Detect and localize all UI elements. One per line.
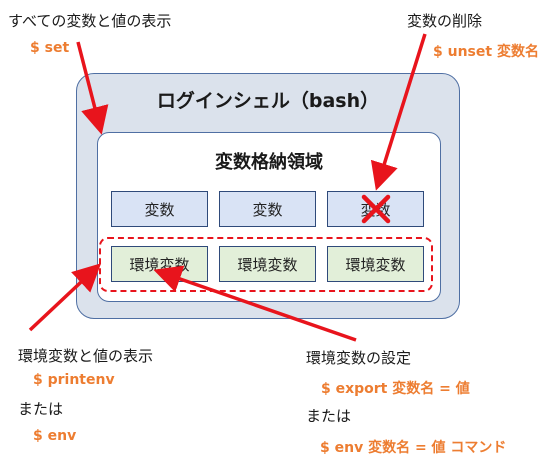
delete-cross-icon [361,194,391,224]
show-all-command: $ set [30,40,70,56]
unset-arrow [370,33,427,191]
variable-box-2: 変数 [219,191,316,227]
show-all-label: すべての変数と値の表示 [8,12,172,30]
export-arrow [153,265,357,342]
env-variable-box-2: 環境変数 [219,246,316,282]
show-env-command-alt: $ env [33,428,77,444]
show-env-or-text: または [18,400,64,418]
set-env-command-alt: $ env 変数名 = 値 コマンド [320,440,507,456]
login-shell-title: ログインシェル（bash） [156,90,380,112]
env-variable-box-3: 環境変数 [327,246,424,282]
set-env-or-text: または [306,407,352,425]
set-env-command: $ export 変数名 = 値 [321,381,470,397]
show-env-label: 環境変数と値の表示 [18,347,154,365]
set-env-label: 環境変数の設定 [306,349,412,367]
variable-storage-title: 変数格納領域 [215,152,323,173]
set-arrow [76,41,109,135]
printenv-arrow [28,263,102,332]
variable-box-1: 変数 [111,191,208,227]
show-env-command: $ printenv [33,372,115,388]
unset-command: $ unset 変数名 [433,44,539,60]
unset-label: 変数の削除 [407,12,483,30]
